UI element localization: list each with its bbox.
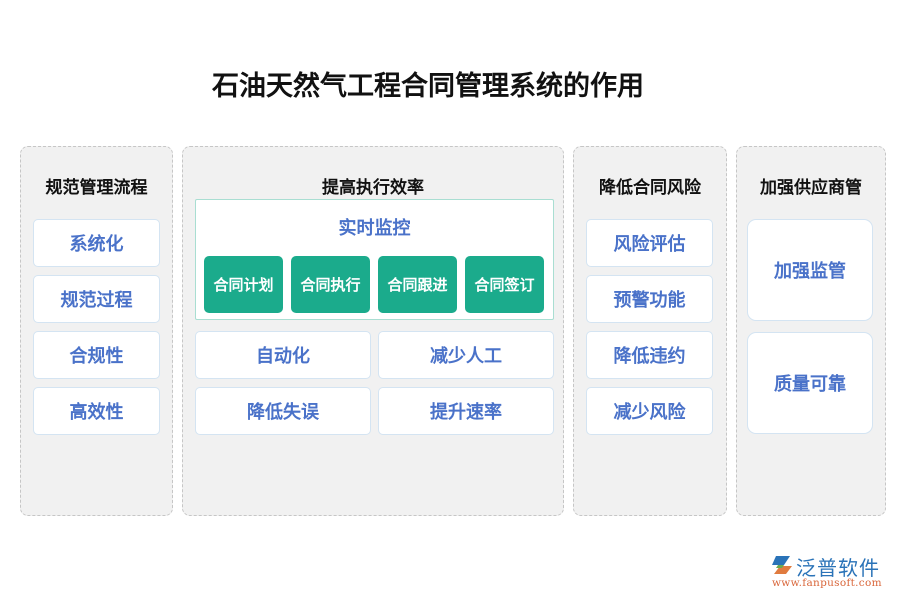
fanpu-logo: 泛普软件 www.fanpusoft.com [770,552,895,592]
panel-title: 加强供应商管 [760,178,862,198]
item-card: 预警功能 [586,275,713,323]
item-card: 自动化 [195,331,371,379]
item-card: 加强监管 [747,219,873,321]
item-card: 减少人工 [378,331,554,379]
panel-standardize-process: 规范管理流程 系统化 规范过程 合规性 高效性 [20,146,173,516]
panel-reduce-risk: 降低合同风险 风险评估 预警功能 降低违约 减少风险 [573,146,727,516]
logo-mark-icon [772,556,792,574]
item-card: 规范过程 [33,275,160,323]
item-card: 高效性 [33,387,160,435]
monitor-title: 实时监控 [338,218,411,239]
item-card: 合规性 [33,331,160,379]
panel-title: 提高执行效率 [322,178,424,198]
panel-title: 降低合同风险 [599,178,701,198]
item-card: 降低失误 [195,387,371,435]
step-contract-plan: 合同计划 [204,256,283,313]
item-card: 提升速率 [378,387,554,435]
step-contract-sign: 合同签订 [465,256,544,313]
realtime-monitor-box: 实时监控 泛普软件 合同计划 合同执行 合同跟进 合同签订 [195,199,554,320]
item-card: 减少风险 [586,387,713,435]
logo-name: 泛普软件 [796,556,880,580]
item-card: 风险评估 [586,219,713,267]
item-card: 质量可靠 [747,332,873,434]
panel-title: 规范管理流程 [45,178,148,198]
logo-url: www.fanpusoft.com [772,577,882,589]
step-contract-execute: 合同执行 [291,256,370,313]
step-contract-followup: 合同跟进 [378,256,457,313]
item-card: 降低违约 [586,331,713,379]
panel-supplier-management: 加强供应商管 加强监管 质量可靠 [736,146,886,516]
page-title: 石油天然气工程合同管理系统的作用 [212,71,644,102]
item-card: 系统化 [33,219,160,267]
panel-improve-efficiency: 提高执行效率 实时监控 泛普软件 合同计划 合同执行 合同跟进 合同签订 自动化… [182,146,564,516]
